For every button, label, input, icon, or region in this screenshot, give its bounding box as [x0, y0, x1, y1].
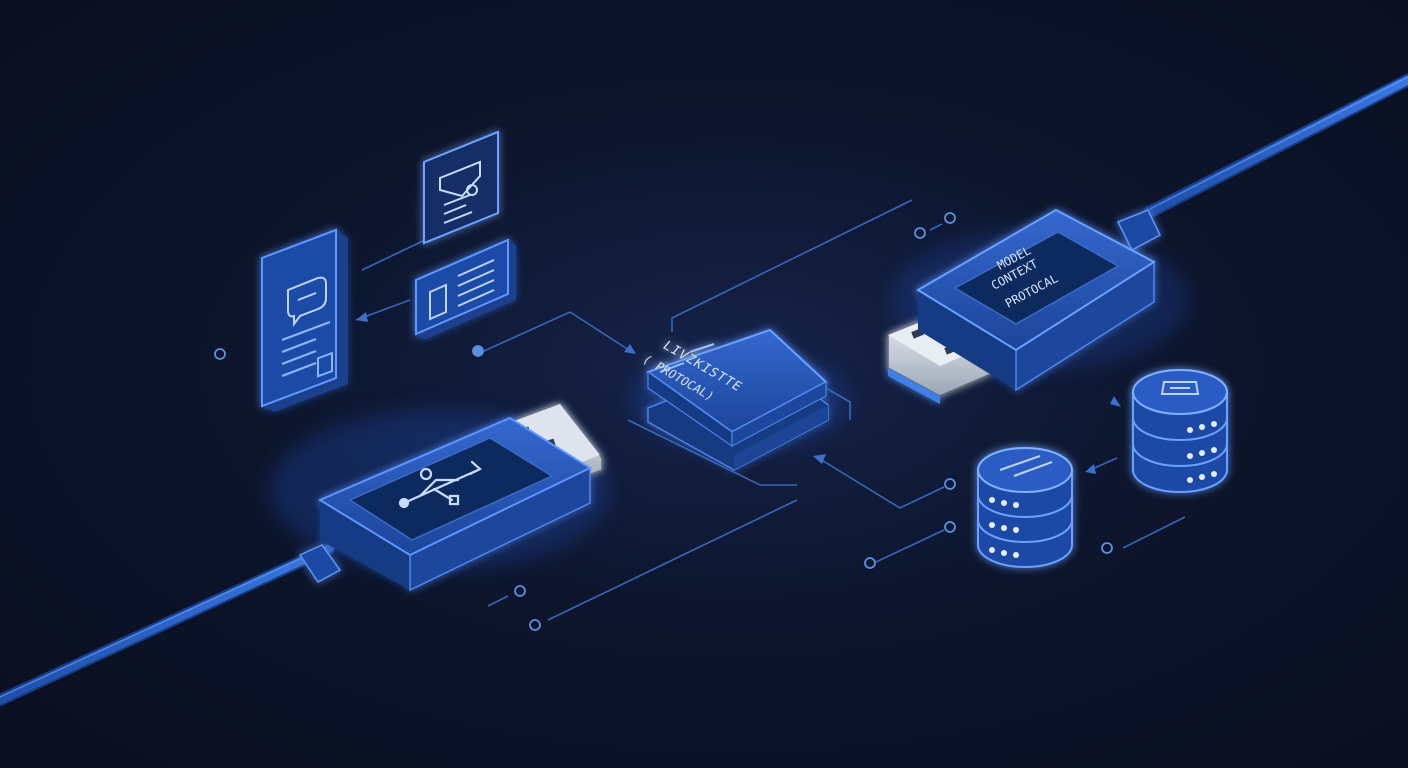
arrow-head	[356, 312, 368, 322]
database-icon	[977, 447, 1073, 568]
database-back	[1132, 369, 1228, 493]
usb-trident-icon	[398, 460, 482, 509]
layout-document-icon	[429, 259, 495, 321]
database-front	[977, 447, 1073, 568]
usb-stick-device	[298, 403, 603, 592]
usb-cable-left	[0, 542, 336, 706]
image-document-card	[423, 130, 499, 245]
arrow-head	[1085, 464, 1096, 474]
connector-nodes	[214, 212, 1113, 631]
connector-lines	[355, 199, 1186, 621]
chat-document-card	[261, 228, 348, 412]
center-protocol-module: LIVZKISTTE ( PROTOCAL)	[640, 328, 829, 471]
mcp-usb-dongle: MODEL CONTEXT PROTOCAL	[887, 208, 1161, 404]
arrow-head	[1110, 396, 1121, 407]
mcp-dongle-screen	[953, 231, 1120, 325]
usb-stick-screen	[348, 437, 554, 541]
image-document-icon	[439, 160, 481, 224]
arrow-head	[813, 454, 826, 464]
usb-cable-right	[1143, 73, 1408, 219]
database-icon	[1132, 369, 1228, 493]
connector-arrows	[356, 312, 1121, 474]
chat-bubble-icon	[287, 276, 327, 327]
layout-document-card	[415, 238, 516, 340]
arrow-head	[624, 344, 636, 354]
